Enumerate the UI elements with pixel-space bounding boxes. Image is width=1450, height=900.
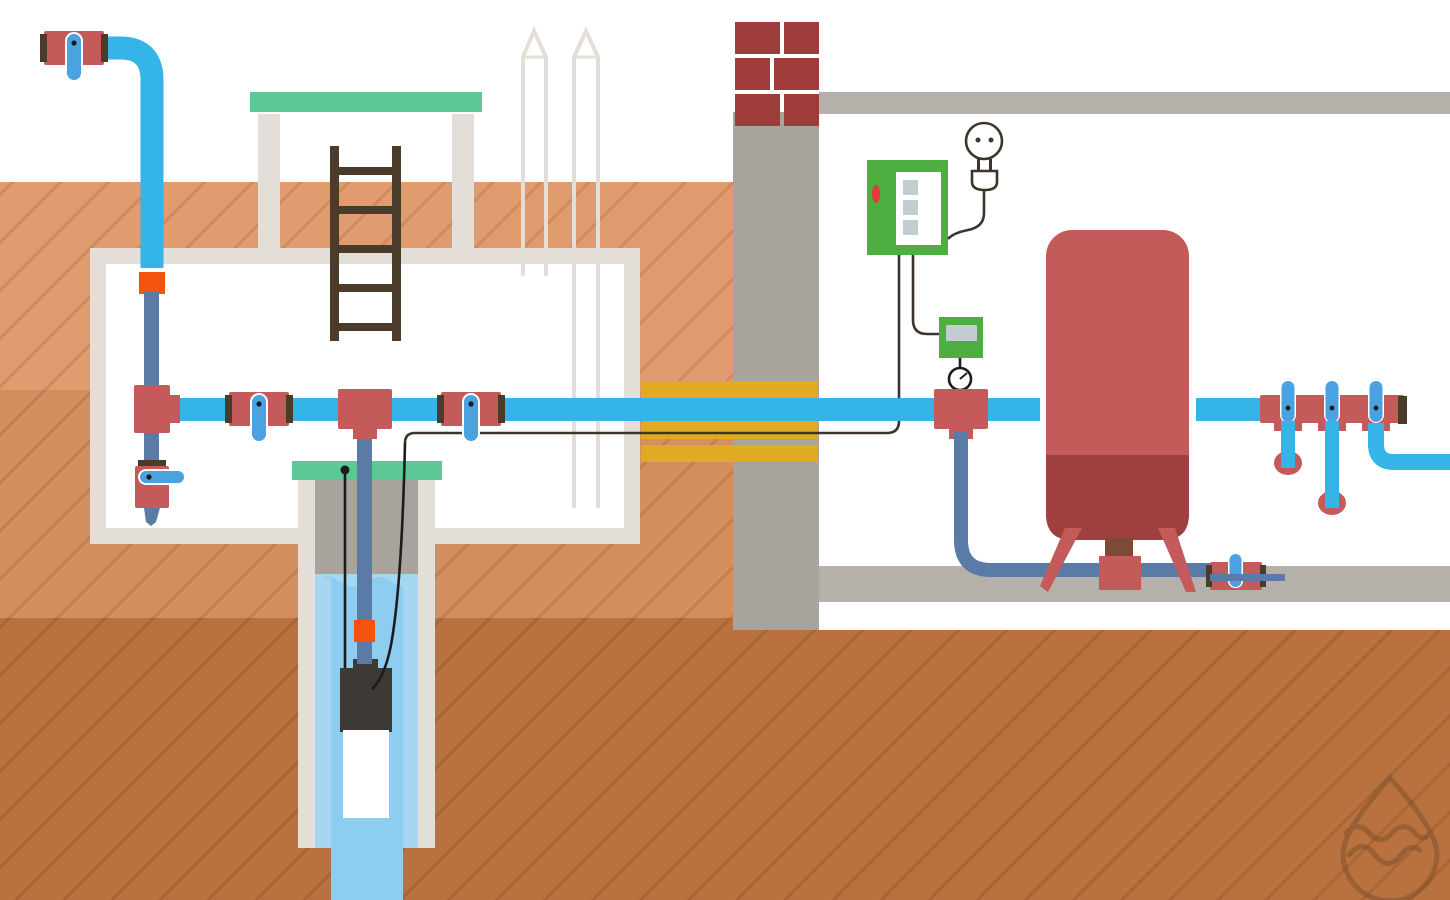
chimney-shaft	[735, 112, 819, 622]
vent-pipe-short	[521, 26, 548, 276]
pipe-coupling-orange-lower	[354, 620, 375, 642]
plug-prong-left	[977, 159, 980, 171]
tank-supply-pipe	[954, 432, 1210, 577]
panel-indicator-3	[903, 220, 918, 235]
inlet-pipe-top-left	[60, 36, 164, 268]
tank-bottom-flange	[1099, 556, 1141, 590]
socket-pin-left	[975, 137, 981, 143]
pump-power-cable	[371, 442, 407, 690]
branch-drop-2b	[1325, 480, 1339, 508]
pump-motor-head	[340, 668, 392, 732]
distribution-manifold	[1260, 379, 1450, 515]
gauge-needle	[959, 372, 968, 380]
brick-chimney	[735, 22, 819, 622]
drain-valve[interactable]	[135, 460, 186, 526]
drop-pipe-system	[354, 424, 375, 664]
submersible-pump	[340, 659, 392, 818]
pump-cabling	[340, 442, 407, 690]
pump-body-shell	[343, 730, 389, 818]
tank-outlet-nipple	[1105, 538, 1133, 556]
pressure-switch[interactable]	[939, 317, 983, 358]
socket-outlet	[964, 121, 1004, 161]
wall-insulation-block	[641, 381, 818, 462]
riser-steel-section	[144, 292, 159, 402]
brand-watermark	[1340, 774, 1440, 900]
plug-cord	[947, 190, 986, 240]
tank-lower-dome	[1046, 455, 1189, 540]
mains-socket[interactable]	[947, 121, 1004, 240]
branch-drop-3	[1368, 423, 1450, 470]
plug-body	[970, 169, 999, 192]
panel-indicator-1	[903, 180, 918, 195]
control-cable-run	[403, 255, 901, 444]
riser-drop-pipe	[357, 424, 372, 664]
vent-pipes	[521, 26, 600, 508]
soil-layer-bedrock	[0, 618, 1450, 900]
house-ceiling-slab	[819, 92, 1450, 114]
pit-tee-fitting	[134, 385, 180, 433]
pit-hatch-cover	[250, 92, 482, 112]
pit-access-ladder	[330, 146, 401, 341]
pressure-tank	[1040, 230, 1196, 592]
manifold-end-cap	[1398, 396, 1407, 424]
panel-power-led	[872, 185, 880, 203]
vent-pipe-long	[572, 26, 600, 508]
plug-prong-right	[989, 159, 992, 171]
pit-neck-left	[258, 114, 280, 264]
chimney-bricks	[735, 22, 819, 126]
pipe-coupling-orange-upper	[139, 272, 165, 294]
pit-neck-right	[452, 114, 474, 264]
panel-switch-cable	[911, 255, 939, 336]
branch-drop-1b	[1281, 440, 1295, 468]
surface-supply-riser	[60, 36, 165, 460]
floor-trim	[819, 602, 1450, 618]
socket-pin-right	[988, 137, 994, 143]
rope-anchor-point	[340, 465, 350, 475]
control-panel-face	[896, 172, 941, 245]
panel-indicator-2	[903, 200, 918, 215]
pressure-switch-display	[946, 325, 977, 341]
panel-feed-cable	[403, 255, 901, 444]
tank-legs	[1040, 528, 1196, 592]
tank-drain-line	[1210, 574, 1285, 581]
control-panel[interactable]	[867, 160, 948, 255]
